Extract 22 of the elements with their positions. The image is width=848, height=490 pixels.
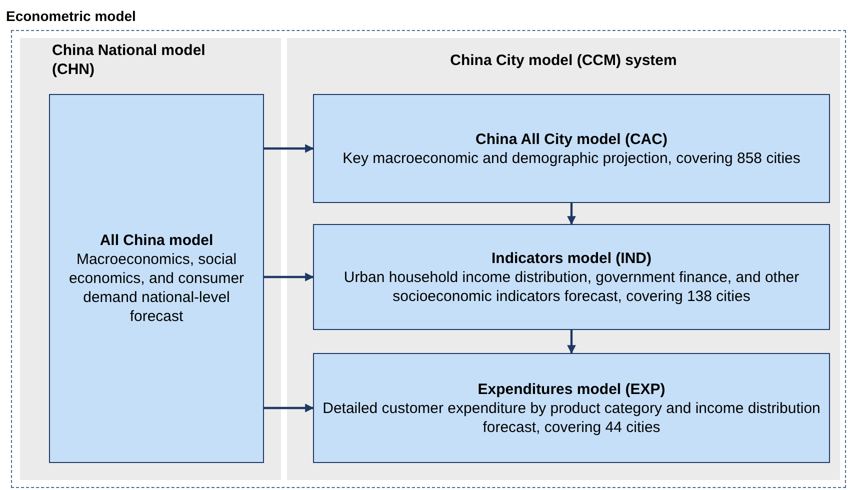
box-heading: All China model — [100, 231, 214, 250]
box-description: Urban household income distribution, government finance, and other socioeconomic indicators forecast, covering 138 cities — [342, 268, 800, 306]
box-description: Macroeconomics, social economics, and consumer demand national-level forecast — [68, 250, 246, 326]
arrow — [567, 203, 576, 225]
panel-heading: China City model (CCM) system — [449, 51, 678, 70]
group-title: Econometric model — [6, 7, 136, 26]
arrow — [567, 330, 576, 354]
box-description: Key macroeconomic and demographic projection, covering 858 cities — [342, 148, 800, 168]
panel — [287, 38, 840, 480]
box-heading: China All City model (CAC) — [476, 130, 668, 148]
model-box — [313, 353, 830, 463]
arrow — [264, 404, 314, 412]
model-box — [49, 94, 264, 463]
arrow — [264, 272, 314, 282]
box-heading: Expenditures model (EXP) — [478, 380, 666, 398]
panel-heading: China National model (CHN) — [52, 41, 206, 79]
panel — [20, 38, 281, 480]
model-box — [313, 224, 830, 330]
box-heading: Indicators model (IND) — [491, 248, 652, 268]
box-description: Detailed customer expenditure by product category and income distribution forecast, covering 44 cities — [322, 398, 821, 436]
model-box — [313, 94, 830, 203]
arrow — [264, 144, 314, 153]
